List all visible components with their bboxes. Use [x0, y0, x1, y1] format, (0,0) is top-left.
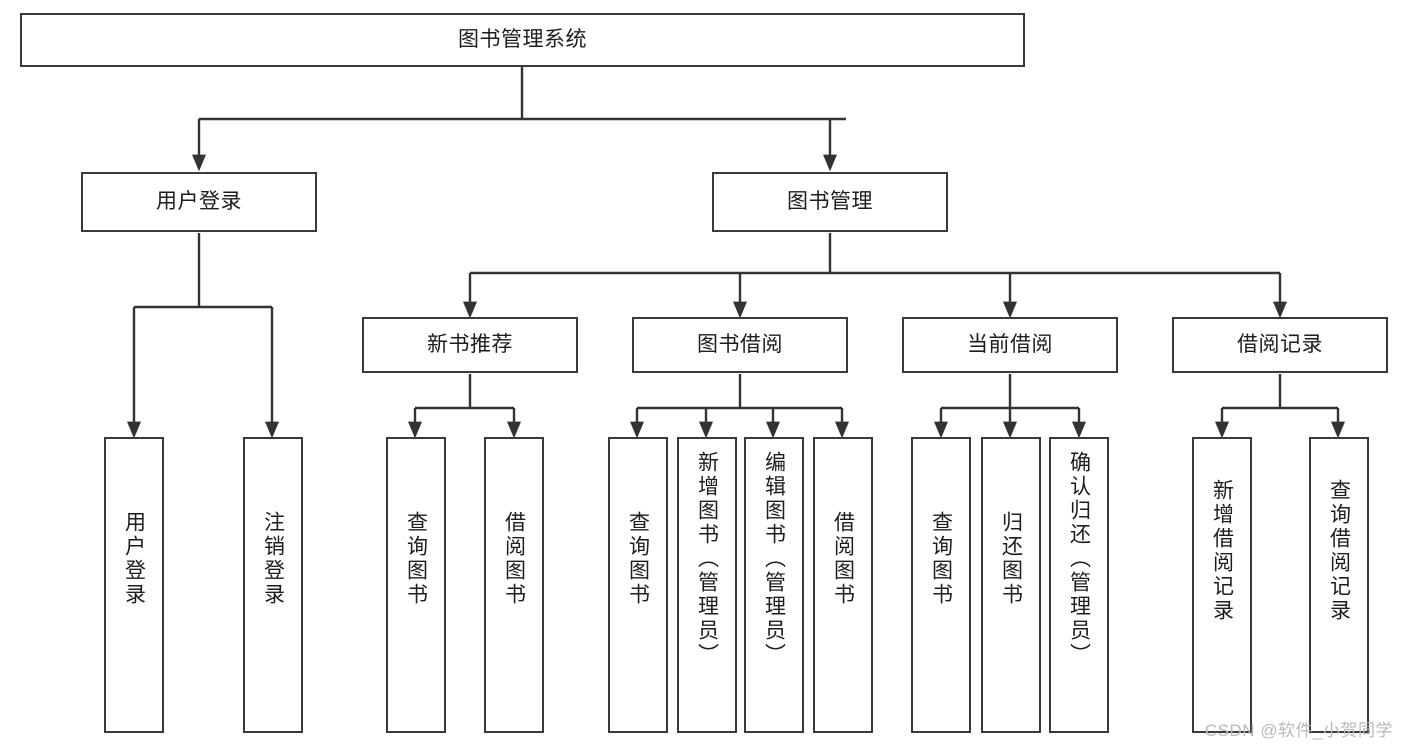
- leaf-label: 用户登录: [122, 511, 146, 607]
- leaf-label: 新增借阅记录: [1210, 479, 1234, 623]
- leaf-record-query[interactable]: 查询借阅记录: [1309, 437, 1369, 733]
- leaf-label: 查询图书: [626, 511, 650, 607]
- node-borrow-record[interactable]: 借阅记录: [1172, 317, 1388, 373]
- leaf-label: 归还图书: [999, 511, 1023, 607]
- leaf-borrow-query-book[interactable]: 查询图书: [608, 437, 668, 733]
- leaf-borrow-borrow-book[interactable]: 借阅图书: [813, 437, 873, 733]
- leaf-label: 确认归还（管理员）: [1067, 451, 1091, 667]
- leaf-label: 注销登录: [261, 511, 285, 607]
- node-new-book-recommend[interactable]: 新书推荐: [362, 317, 578, 373]
- node-new-book-recommend-label: 新书推荐: [427, 332, 513, 356]
- leaf-current-confirm-return[interactable]: 确认归还（管理员）: [1049, 437, 1109, 733]
- node-current-borrow[interactable]: 当前借阅: [902, 317, 1118, 373]
- node-user-login-label: 用户登录: [156, 189, 242, 213]
- leaf-label: 查询图书: [929, 511, 953, 607]
- leaf-label: 查询图书: [404, 511, 428, 607]
- leaf-borrow-add-book[interactable]: 新增图书（管理员）: [677, 437, 737, 733]
- node-root-label: 图书管理系统: [458, 27, 587, 51]
- node-book-borrow[interactable]: 图书借阅: [632, 317, 848, 373]
- leaf-current-query-book[interactable]: 查询图书: [911, 437, 971, 733]
- node-borrow-record-label: 借阅记录: [1237, 332, 1323, 356]
- leaf-user-login-logout[interactable]: 注销登录: [243, 437, 303, 733]
- node-book-management-label: 图书管理: [787, 189, 873, 213]
- leaf-borrow-edit-book[interactable]: 编辑图书（管理员）: [744, 437, 804, 733]
- leaf-new-book-borrow[interactable]: 借阅图书: [484, 437, 544, 733]
- csdn-watermark: CSDN @软件_小贺同学: [1204, 721, 1393, 740]
- node-book-management[interactable]: 图书管理: [712, 172, 948, 232]
- leaf-label: 编辑图书（管理员）: [762, 451, 786, 667]
- leaf-user-login-login[interactable]: 用户登录: [104, 437, 164, 733]
- node-user-login[interactable]: 用户登录: [81, 172, 317, 232]
- leaf-current-return-book[interactable]: 归还图书: [981, 437, 1041, 733]
- node-book-borrow-label: 图书借阅: [697, 332, 783, 356]
- leaf-new-book-query[interactable]: 查询图书: [386, 437, 446, 733]
- leaf-label: 借阅图书: [502, 511, 526, 607]
- leaf-label: 借阅图书: [831, 511, 855, 607]
- leaf-record-add[interactable]: 新增借阅记录: [1192, 437, 1252, 733]
- node-current-borrow-label: 当前借阅: [967, 332, 1053, 356]
- leaf-label: 查询借阅记录: [1327, 479, 1351, 623]
- leaf-label: 新增图书（管理员）: [695, 451, 719, 667]
- node-root[interactable]: 图书管理系统: [20, 13, 1025, 67]
